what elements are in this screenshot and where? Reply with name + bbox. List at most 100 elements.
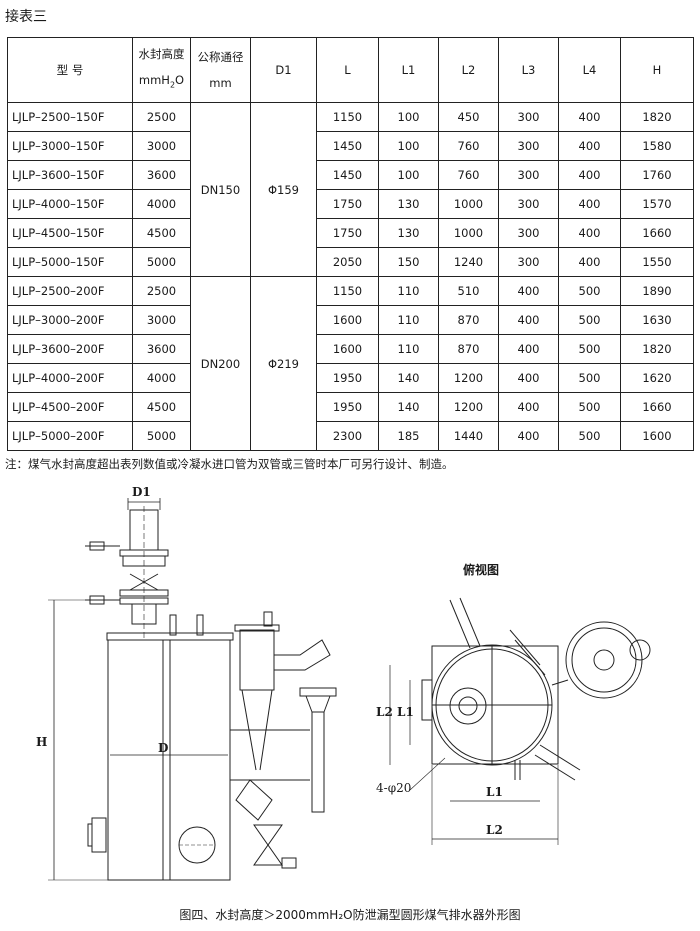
cell-h: 1820: [620, 102, 694, 132]
cell-model: LJLP–2500–200F: [7, 276, 133, 306]
cell-seal-height: 4000: [132, 363, 191, 393]
cell-l3: 400: [498, 392, 559, 422]
cell-h: 1620: [620, 363, 694, 393]
cell-seal-height: 4500: [132, 392, 191, 422]
cell-h: 1890: [620, 276, 694, 306]
cell-seal-height: 3000: [132, 131, 191, 161]
cell-l3: 400: [498, 421, 559, 451]
cell-model: LJLP–2500–150F: [7, 102, 133, 132]
cell-l4: 400: [558, 189, 621, 219]
cell-l: 1950: [316, 392, 379, 422]
cell-l2: 870: [438, 305, 499, 335]
cell-l3: 400: [498, 305, 559, 335]
cell-l4: 400: [558, 247, 621, 277]
cell-l2: 1200: [438, 363, 499, 393]
label-l2-horizontal: L2: [486, 823, 503, 837]
cell-l: 2300: [316, 421, 379, 451]
cell-l4: 400: [558, 160, 621, 190]
label-h: H: [36, 735, 47, 749]
cell-l2: 760: [438, 131, 499, 161]
cell-seal-height: 2500: [132, 276, 191, 306]
header-l2: L2: [438, 37, 499, 103]
header-seal-line2: mmH2O: [138, 73, 185, 90]
top-view-title: 俯视图: [463, 562, 499, 577]
cell-model: LJLP–4500–200F: [7, 392, 133, 422]
cell-l1: 130: [378, 189, 439, 219]
cell-l4: 500: [558, 276, 621, 306]
header-nominal-diameter: 公称通径 mm: [190, 37, 251, 103]
cell-l4: 400: [558, 218, 621, 248]
label-d: D: [158, 741, 168, 755]
cell-l1: 140: [378, 392, 439, 422]
cell-h: 1820: [620, 334, 694, 364]
spec-table: 型 号 水封高度 mmH2O 公称通径 mm D1 L L1 L2 L3 L4 …: [7, 37, 694, 451]
cell-seal-height: 4500: [132, 218, 191, 248]
cell-l1: 140: [378, 363, 439, 393]
cell-l4: 500: [558, 392, 621, 422]
cell-model: LJLP–5000–200F: [7, 421, 133, 451]
label-l1-horizontal: L1: [486, 785, 503, 799]
cell-h: 1600: [620, 421, 694, 451]
cell-model: LJLP–3600–150F: [7, 160, 133, 190]
cell-l2: 1000: [438, 189, 499, 219]
cell-d1: Φ219: [250, 276, 317, 451]
cell-seal-height: 4000: [132, 189, 191, 219]
cell-seal-height: 5000: [132, 247, 191, 277]
cell-h: 1550: [620, 247, 694, 277]
cell-l4: 500: [558, 363, 621, 393]
cell-l3: 400: [498, 276, 559, 306]
header-l3: L3: [498, 37, 559, 103]
cell-l: 1450: [316, 160, 379, 190]
cell-l2: 450: [438, 102, 499, 132]
cell-nominal-diameter: DN150: [190, 102, 251, 277]
cell-d1: Φ159: [250, 102, 317, 277]
header-h: H: [620, 37, 694, 103]
cell-seal-height: 5000: [132, 421, 191, 451]
cell-h: 1660: [620, 218, 694, 248]
footnote: 注：煤气水封高度超出表列数值或冷凝水进口管为双管或三管时本厂可另行设计、制造。: [5, 457, 454, 471]
cell-l1: 100: [378, 102, 439, 132]
cell-l: 1750: [316, 189, 379, 219]
cell-l: 1750: [316, 218, 379, 248]
cell-l: 1150: [316, 102, 379, 132]
header-seal-line1: 水封高度: [138, 47, 185, 62]
cell-l2: 1440: [438, 421, 499, 451]
cell-model: LJLP–3000–150F: [7, 131, 133, 161]
header-d1: D1: [250, 37, 317, 103]
cell-l3: 300: [498, 218, 559, 248]
top-view: [389, 597, 651, 845]
cell-l2: 1000: [438, 218, 499, 248]
header-dn-line2: mm: [209, 76, 232, 90]
cell-seal-height: 3000: [132, 305, 191, 335]
cell-l: 1450: [316, 131, 379, 161]
cell-l: 1600: [316, 305, 379, 335]
table-header-row: 型 号 水封高度 mmH2O 公称通径 mm D1 L L1 L2 L3 L4 …: [7, 37, 694, 103]
figure-caption: 图四、水封高度＞2000mmH₂O防泄漏型圆形煤气排水器外形图: [179, 908, 521, 922]
label-l1-vertical: L1: [397, 705, 414, 719]
cell-l4: 400: [558, 131, 621, 161]
header-seal-height: 水封高度 mmH2O: [132, 37, 191, 103]
label-holes: 4-φ20: [376, 781, 411, 795]
header-model: 型 号: [7, 37, 133, 103]
cell-l: 1150: [316, 276, 379, 306]
cell-l3: 300: [498, 102, 559, 132]
cell-l3: 300: [498, 160, 559, 190]
cell-h: 1630: [620, 305, 694, 335]
cell-model: LJLP–4000–150F: [7, 189, 133, 219]
cell-l1: 150: [378, 247, 439, 277]
cell-h: 1760: [620, 160, 694, 190]
header-dn-line1: 公称通径: [197, 50, 244, 64]
cell-h: 1660: [620, 392, 694, 422]
